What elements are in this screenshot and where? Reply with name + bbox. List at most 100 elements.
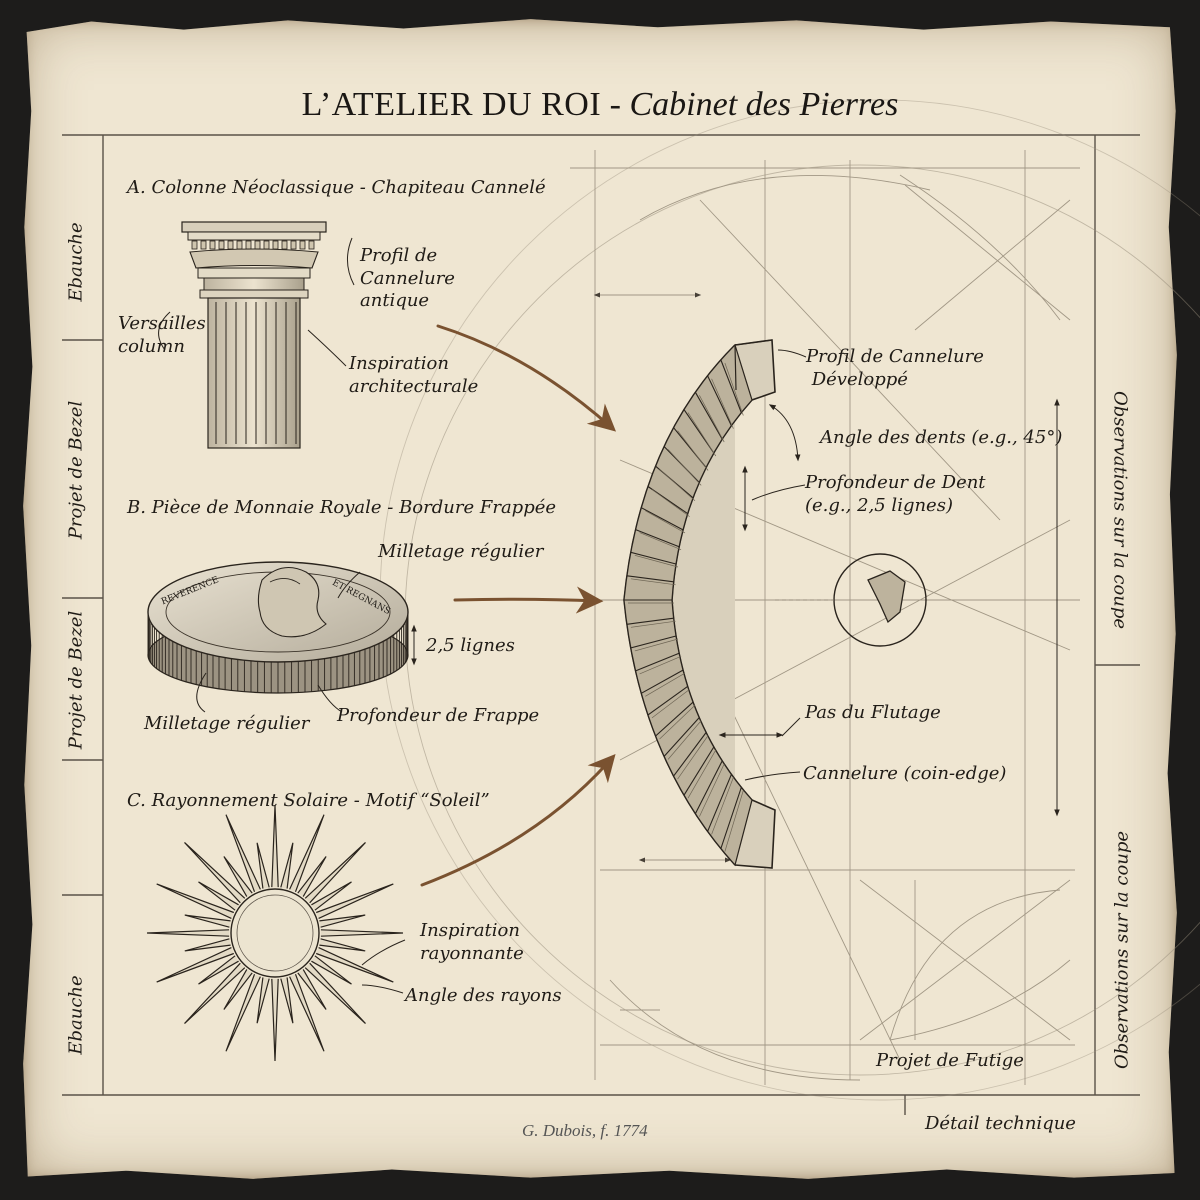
sun-ray (271, 804, 279, 888)
artist-signature: G. Dubois, f. 1774 (522, 1121, 648, 1140)
title-main: L’ATELIER DU ROI (301, 86, 602, 123)
profile-tooth-shade (651, 689, 690, 719)
section-b-heading: B. Pièce de Monnaie Royale - Bordure Fra… (127, 497, 557, 518)
label-versailles-column: Versailles column (118, 313, 206, 357)
sun-ray (311, 881, 352, 911)
profile-tooth-shade (667, 449, 702, 486)
label-angle-rayons: Angle des rayons (405, 985, 562, 1006)
sun-ray (198, 881, 239, 911)
profile-tooth-shade (659, 704, 696, 740)
profile-tooth-shade (711, 777, 734, 835)
sun-ray (225, 814, 261, 893)
label-inspiration-architecturale: Inspiration architecturale (349, 353, 479, 397)
sun-ray (304, 962, 366, 1024)
profile-tooth-shade (645, 672, 686, 697)
label-inspiration-rayonnante: Inspiration rayonnante (420, 920, 524, 964)
sun-ray (311, 955, 352, 985)
dentil (299, 240, 306, 250)
profile-tooth-shade (634, 638, 679, 652)
profile-tooth (673, 732, 707, 777)
dentil (245, 240, 252, 250)
sun-ray (297, 969, 327, 1010)
sun-ray (271, 978, 279, 1062)
frame-lines (62, 134, 1140, 1115)
profile-tooth-shade (711, 378, 734, 429)
sun-ray (223, 969, 253, 1010)
profile-tooth (707, 375, 732, 426)
label-detail-technique: Détail technique (925, 1113, 1076, 1134)
sun-ray (315, 883, 394, 919)
label-profondeur-frappe: Profondeur de Frappe (337, 705, 540, 726)
sun-ray (184, 914, 231, 928)
profile-tooth-shade (639, 532, 682, 551)
profile-tooth (635, 652, 680, 672)
profile-tooth-shade (639, 655, 682, 675)
label-profil-cannelure-antique: Profil de Cannelure antique (360, 245, 455, 311)
profile-tooth (626, 617, 674, 625)
sun-ray (198, 955, 239, 985)
profile-tooth-shade (667, 720, 702, 760)
profile-tooth-shade (645, 510, 686, 534)
title-subtitle: Cabinet des Pierres (629, 86, 899, 123)
sun-ray (304, 842, 366, 904)
dentil (290, 240, 297, 250)
margin-right-observations-top: Observations sur la coupe (1109, 390, 1131, 630)
royal-coin-drawing (147, 561, 417, 713)
sun-ray (289, 973, 325, 1052)
profile-tooth (630, 551, 677, 565)
dentil (218, 240, 225, 250)
sun-burst-drawing (146, 804, 406, 1062)
sun-ray (280, 977, 294, 1024)
profile-tooth (630, 635, 677, 649)
sun-ray (225, 973, 261, 1052)
profile-tooth-shade (699, 763, 725, 817)
profile-tooth-shade (634, 554, 679, 568)
profile-tooth-shade (651, 489, 690, 517)
label-milletage-top: Milletage régulier (378, 541, 544, 562)
margin-left-ebauche-top: Ebauche (65, 222, 87, 302)
title-separator: - (601, 86, 630, 123)
profile-tooth (655, 701, 694, 737)
section-c-heading: C. Rayonnement Solaire - Motif “Soleil” (127, 790, 490, 811)
sun-ray (156, 947, 235, 983)
sun-ray (223, 856, 253, 897)
sun-ray (297, 856, 327, 897)
dentil (236, 240, 243, 250)
profile-tooth (720, 359, 742, 413)
profile-tooth-shade (724, 362, 744, 416)
connector-arrows (420, 324, 617, 887)
label-profondeur-dent: Profondeur de Dent (e.g., 2,5 lignes) (805, 472, 986, 516)
label-profil-developpe: Profil de Cannelure Développé (806, 346, 984, 390)
sun-ray (184, 962, 246, 1024)
profile-tooth (683, 746, 715, 796)
margin-left-projet-bezel-1: Projet de Bezel (65, 400, 87, 540)
sun-ray (319, 938, 366, 952)
dentil (209, 240, 216, 250)
sun-ray (146, 929, 230, 937)
profile-tooth (663, 717, 700, 757)
profile-tooth-shade (630, 620, 676, 628)
label-pas-flutage: Pas du Flutage (805, 702, 941, 723)
profile-tooth (707, 774, 732, 832)
sun-ray (256, 842, 270, 889)
profile-tooth (635, 529, 680, 548)
sun-ray (319, 914, 366, 928)
profile-tooth (647, 685, 688, 716)
profile-tooth (641, 507, 684, 531)
section-a-heading: A. Colonne Néoclassique - Chapiteau Cann… (127, 177, 546, 198)
dentil (263, 240, 270, 250)
label-thickness: 2,5 lignes (426, 635, 515, 656)
profile-tooth-shade (687, 412, 717, 457)
sun-ray (280, 842, 294, 889)
page-title: L’ATELIER DU ROI - Cabinet des Pierres (0, 86, 1200, 124)
label-angle-dents: Angle des dents (e.g., 45°) (820, 427, 1063, 448)
dentil (254, 240, 261, 250)
sun-ray (289, 814, 325, 893)
dentil (191, 240, 198, 250)
profile-tooth-shade (699, 395, 725, 443)
profile-tooth-shade (630, 578, 676, 586)
dentil (227, 240, 234, 250)
profile-tooth-shade (687, 749, 717, 799)
neoclassical-column-drawing (158, 221, 355, 449)
